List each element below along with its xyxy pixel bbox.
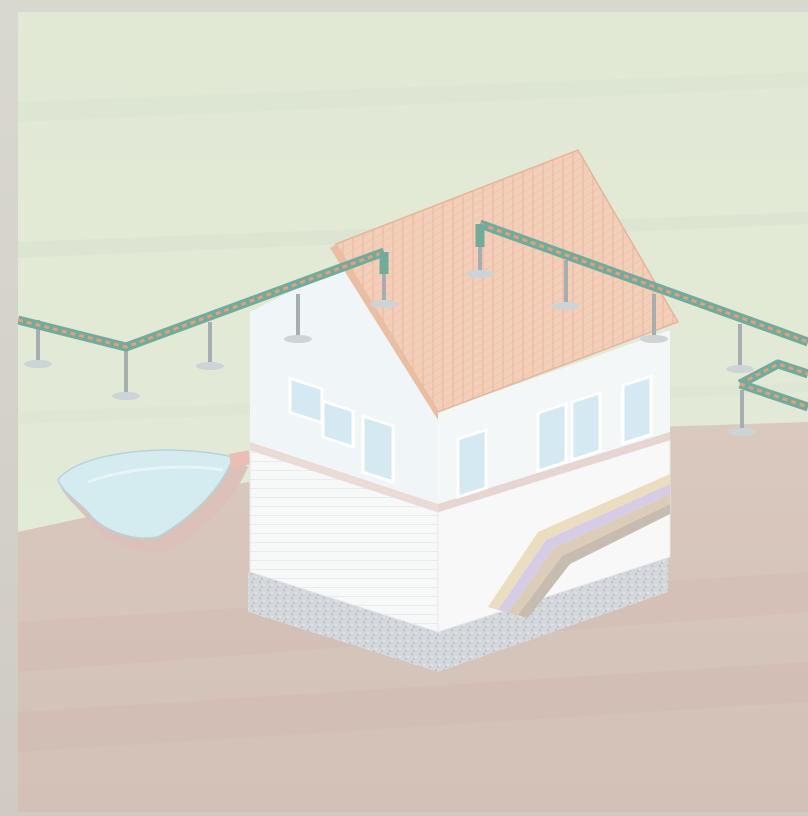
- house-pipeline-illustration: [18, 12, 808, 812]
- illustration-scene: [18, 12, 808, 812]
- fade-overlay: [18, 12, 808, 812]
